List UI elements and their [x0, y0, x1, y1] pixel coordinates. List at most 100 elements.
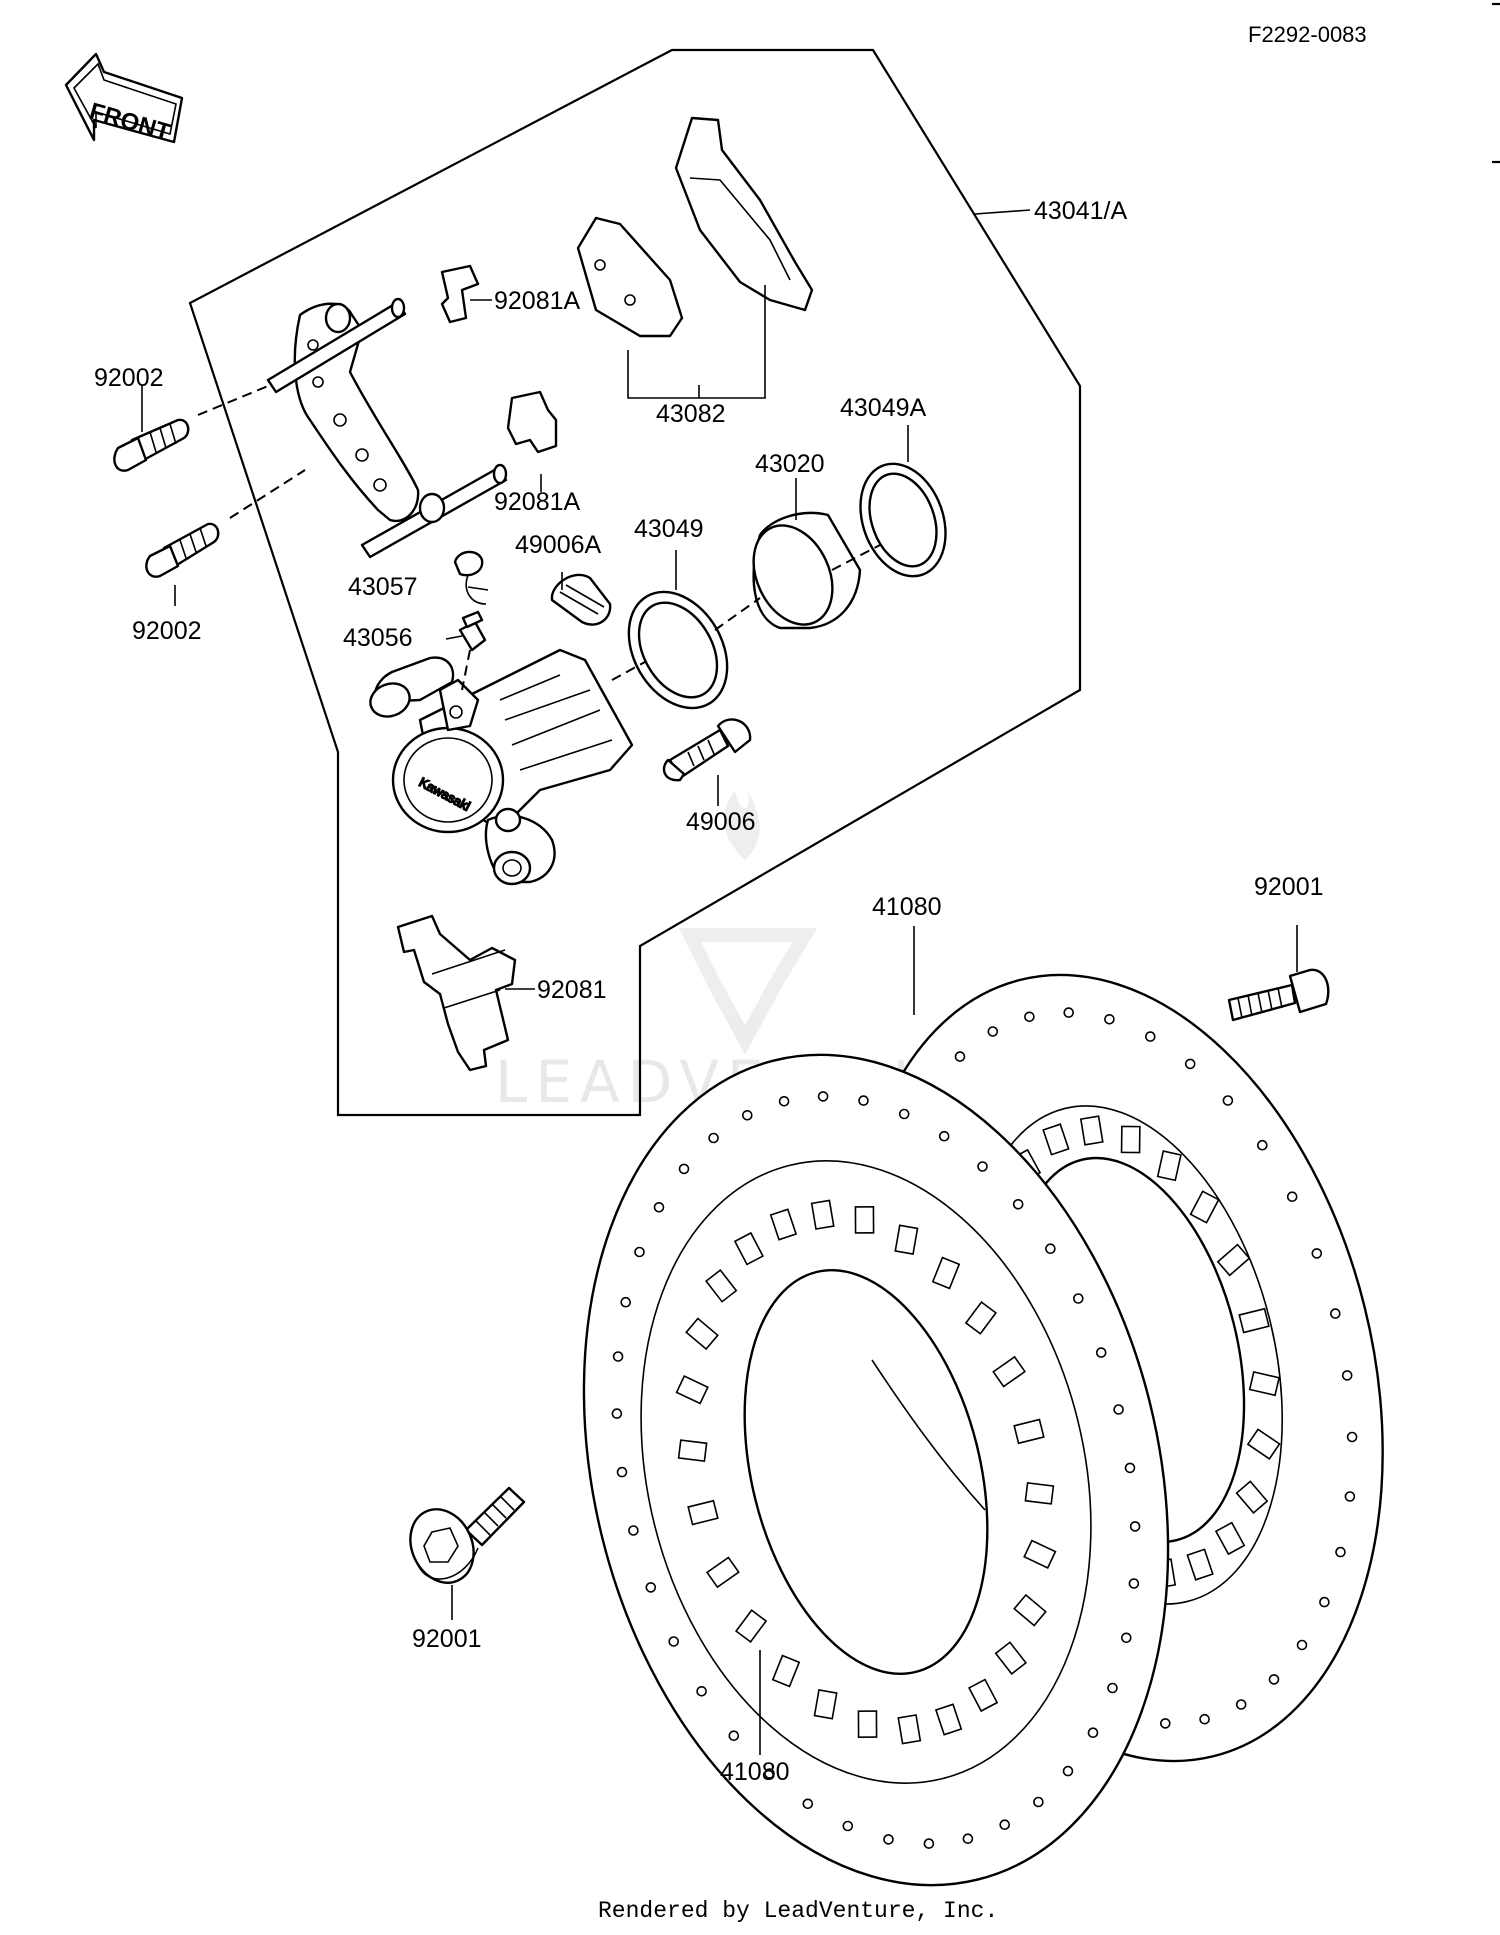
disc-vent-slot-icon — [1120, 1125, 1141, 1154]
callout-boot: 49006A — [515, 531, 602, 559]
disc-vent-slot-icon — [1216, 1243, 1251, 1277]
callout-disc-bolt-right: 92001 — [1254, 873, 1324, 901]
disc-drill-hole-icon — [999, 1819, 1011, 1830]
pad-shim-lower-icon — [506, 390, 558, 454]
brake-pad-right — [674, 116, 814, 312]
disc-drill-hole-icon — [1121, 1632, 1132, 1644]
disc-bolt-left-icon — [409, 1486, 526, 1584]
callout-disc-rear: 41080 — [872, 893, 942, 921]
pin-bolt-icon — [662, 718, 752, 782]
disc-vent-slot-icon — [733, 1231, 764, 1266]
disc-drill-hole-icon — [962, 1833, 974, 1844]
disc-vent-slot-icon — [894, 1224, 919, 1255]
disc-drill-hole-icon — [653, 1202, 665, 1213]
diagram-code: F2292-0083 — [1248, 22, 1367, 47]
disc-drill-hole-icon — [678, 1163, 690, 1175]
dust-boot-icon — [550, 573, 612, 626]
disc-drill-hole-icon — [1062, 1765, 1074, 1777]
disc-vent-slot-icon — [810, 1199, 835, 1230]
callout-pin-bolt: 49006 — [686, 808, 756, 836]
bracket-bolt-upper-icon — [113, 418, 190, 472]
disc-vent-slot-icon — [1186, 1548, 1214, 1581]
disc-vent-slot-icon — [769, 1208, 798, 1241]
caliper-body: Kawasaki — [369, 544, 881, 886]
callout-piston-seal: 43049 — [634, 515, 704, 543]
disc-drill-hole-icon — [1033, 1796, 1044, 1808]
disc-drill-hole-icon — [1330, 1308, 1341, 1319]
disc-vent-slot-icon — [1013, 1593, 1047, 1627]
disc-drill-hole-icon — [898, 1108, 910, 1120]
disc-vent-slot-icon — [1013, 1418, 1045, 1445]
disc-vent-slot-icon — [685, 1317, 719, 1351]
disc-drill-hole-icon — [858, 1095, 869, 1106]
front-arrow-icon: FRONT — [64, 52, 184, 147]
disc-drill-hole-icon — [842, 1820, 854, 1832]
disc-vent-slot-icon — [1189, 1190, 1220, 1224]
callout-bolt-upper: 92002 — [94, 364, 164, 392]
disc-vent-slot-icon — [964, 1300, 998, 1335]
disc-vent-slot-icon — [994, 1641, 1028, 1676]
disc-drill-hole-icon — [708, 1132, 719, 1144]
disc-vent-slot-icon — [1214, 1521, 1246, 1556]
bleeder-valve-icon — [458, 610, 487, 652]
disc-vent-slot-icon — [931, 1256, 961, 1290]
disc-drill-hole-icon — [1341, 1370, 1353, 1381]
piston-seal-outer-icon — [859, 462, 947, 578]
disc-vent-slot-icon — [857, 1710, 878, 1738]
disc-vent-slot-icon — [1156, 1150, 1182, 1182]
disc-drill-hole-icon — [1107, 1682, 1118, 1694]
disc-drill-hole-icon — [1145, 1031, 1156, 1042]
disc-drill-hole-icon — [1311, 1248, 1323, 1259]
callout-piston: 43020 — [755, 450, 825, 478]
disc-vent-slot-icon — [897, 1714, 922, 1745]
disc-drill-hole-icon — [987, 1026, 999, 1037]
disc-drill-hole-icon — [1113, 1404, 1124, 1415]
callout-bleeder-cap: 43057 — [348, 573, 418, 601]
disc-drill-hole-icon — [1222, 1095, 1234, 1106]
disc-drill-hole-icon — [1024, 1011, 1035, 1023]
callout-shim-lower: 92081A — [494, 488, 581, 516]
disc-drill-hole-icon — [1346, 1431, 1358, 1443]
disc-drill-hole-icon — [1124, 1462, 1136, 1474]
disc-drill-hole-icon — [817, 1091, 829, 1102]
disc-vent-slot-icon — [934, 1703, 963, 1736]
disc-vent-slot-icon — [1042, 1123, 1070, 1156]
disc-drill-hole-icon — [645, 1582, 657, 1593]
piston-icon — [752, 511, 862, 630]
disc-drill-hole-icon — [728, 1730, 740, 1741]
disc-drill-hole-icon — [1045, 1243, 1056, 1254]
disc-vent-slot-icon — [1023, 1539, 1057, 1569]
piston-seal-icon — [627, 590, 729, 710]
callout-pad-set: 43082 — [656, 400, 726, 428]
disc-vent-slot-icon — [1248, 1370, 1281, 1397]
disc-vent-slot-icon — [1079, 1115, 1104, 1146]
disc-vent-slot-icon — [854, 1206, 875, 1234]
disc-drill-hole-icon — [1199, 1713, 1210, 1725]
disc-bolt-right-icon — [1227, 968, 1330, 1022]
footer-credit: Rendered by LeadVenture, Inc. — [598, 1898, 998, 1924]
disc-drill-hole-icon — [938, 1130, 950, 1142]
disc-vent-slot-icon — [1235, 1480, 1269, 1514]
leader-lines — [141, 209, 1298, 1755]
pad-shim-upper-icon — [440, 264, 480, 324]
disc-vent-slot-icon — [677, 1439, 708, 1463]
disc-drill-hole-icon — [1063, 1007, 1074, 1018]
pad-set-bracket — [627, 285, 766, 399]
disc-drill-hole-icon — [1268, 1674, 1280, 1685]
caliper-assembly-outline — [188, 48, 1082, 1117]
disc-drill-hole-icon — [611, 1408, 623, 1419]
disc-drill-hole-icon — [1012, 1199, 1024, 1210]
disc-vent-slot-icon — [813, 1689, 838, 1720]
callout-bleeder-valve: 43056 — [343, 624, 413, 652]
callout-disc-front: 41080 — [720, 1758, 790, 1786]
disc-vent-slot-icon — [968, 1678, 999, 1713]
callout-caliper-assembly: 43041/A — [1034, 197, 1127, 225]
disc-drill-hole-icon — [616, 1466, 628, 1478]
brake-disc-front — [582, 1053, 1170, 1887]
disc-drill-hole-icon — [1129, 1521, 1141, 1532]
callout-shim-upper: 92081A — [494, 287, 581, 315]
disc-drill-hole-icon — [1184, 1058, 1196, 1070]
disc-drill-hole-icon — [612, 1351, 624, 1362]
bleeder-cap-icon — [453, 550, 487, 605]
callout-spring: 92081 — [537, 976, 607, 1004]
